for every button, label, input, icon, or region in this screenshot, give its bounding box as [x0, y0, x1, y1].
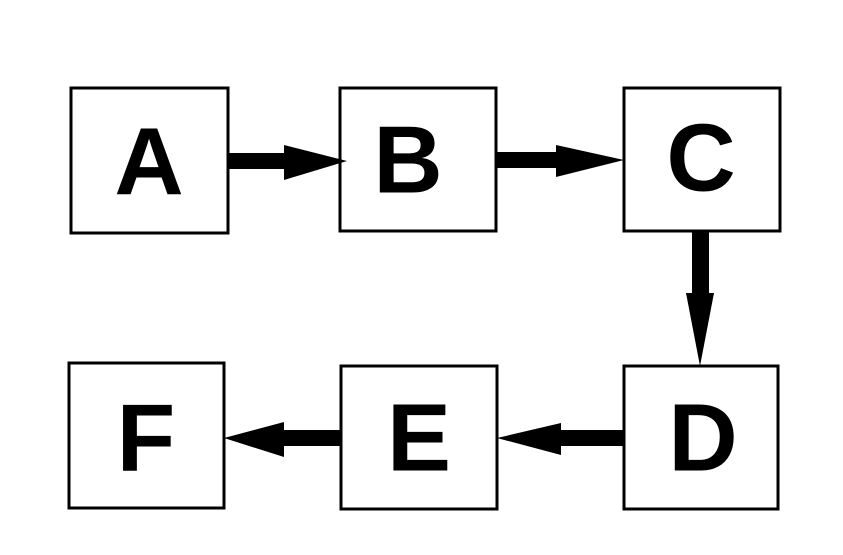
node-d: D: [622, 364, 780, 511]
arrow-a-to-b: [228, 145, 347, 180]
node-b-label: B: [373, 107, 442, 214]
node-c: C: [622, 86, 782, 233]
node-e-label: E: [387, 385, 451, 492]
node-d-label: D: [668, 385, 737, 492]
node-e-box: [339, 364, 499, 511]
node-a-box: [69, 86, 230, 235]
arrow-b-to-c: [496, 145, 624, 177]
node-e: E: [339, 364, 499, 511]
arrow-d-to-e-head: [497, 423, 561, 455]
node-f-label: F: [117, 385, 176, 492]
node-a: A: [69, 86, 230, 235]
arrow-d-to-e-shaft: [555, 430, 624, 446]
arrow-e-to-f-shaft: [276, 430, 341, 446]
arrow-c-to-d-shaft: [692, 231, 709, 299]
node-f-box: [67, 361, 226, 510]
arrow-c-to-d: [686, 231, 714, 366]
arrow-b-to-c-head: [556, 145, 624, 177]
arrow-b-to-c-shaft: [496, 152, 562, 168]
arrow-a-to-b-shaft: [228, 153, 290, 169]
node-c-box: [622, 86, 782, 233]
node-b: B: [338, 86, 498, 233]
arrow-c-to-d-head: [686, 293, 714, 366]
arrow-a-to-b-head: [284, 145, 347, 180]
node-f: F: [67, 361, 226, 510]
arrow-d-to-e: [497, 423, 624, 455]
node-c-label: C: [666, 105, 735, 212]
node-b-box: [338, 86, 498, 233]
arrow-e-to-f: [224, 422, 341, 457]
arrow-e-to-f-head: [224, 422, 284, 457]
node-d-box: [622, 364, 780, 511]
node-a-label: A: [114, 109, 183, 216]
